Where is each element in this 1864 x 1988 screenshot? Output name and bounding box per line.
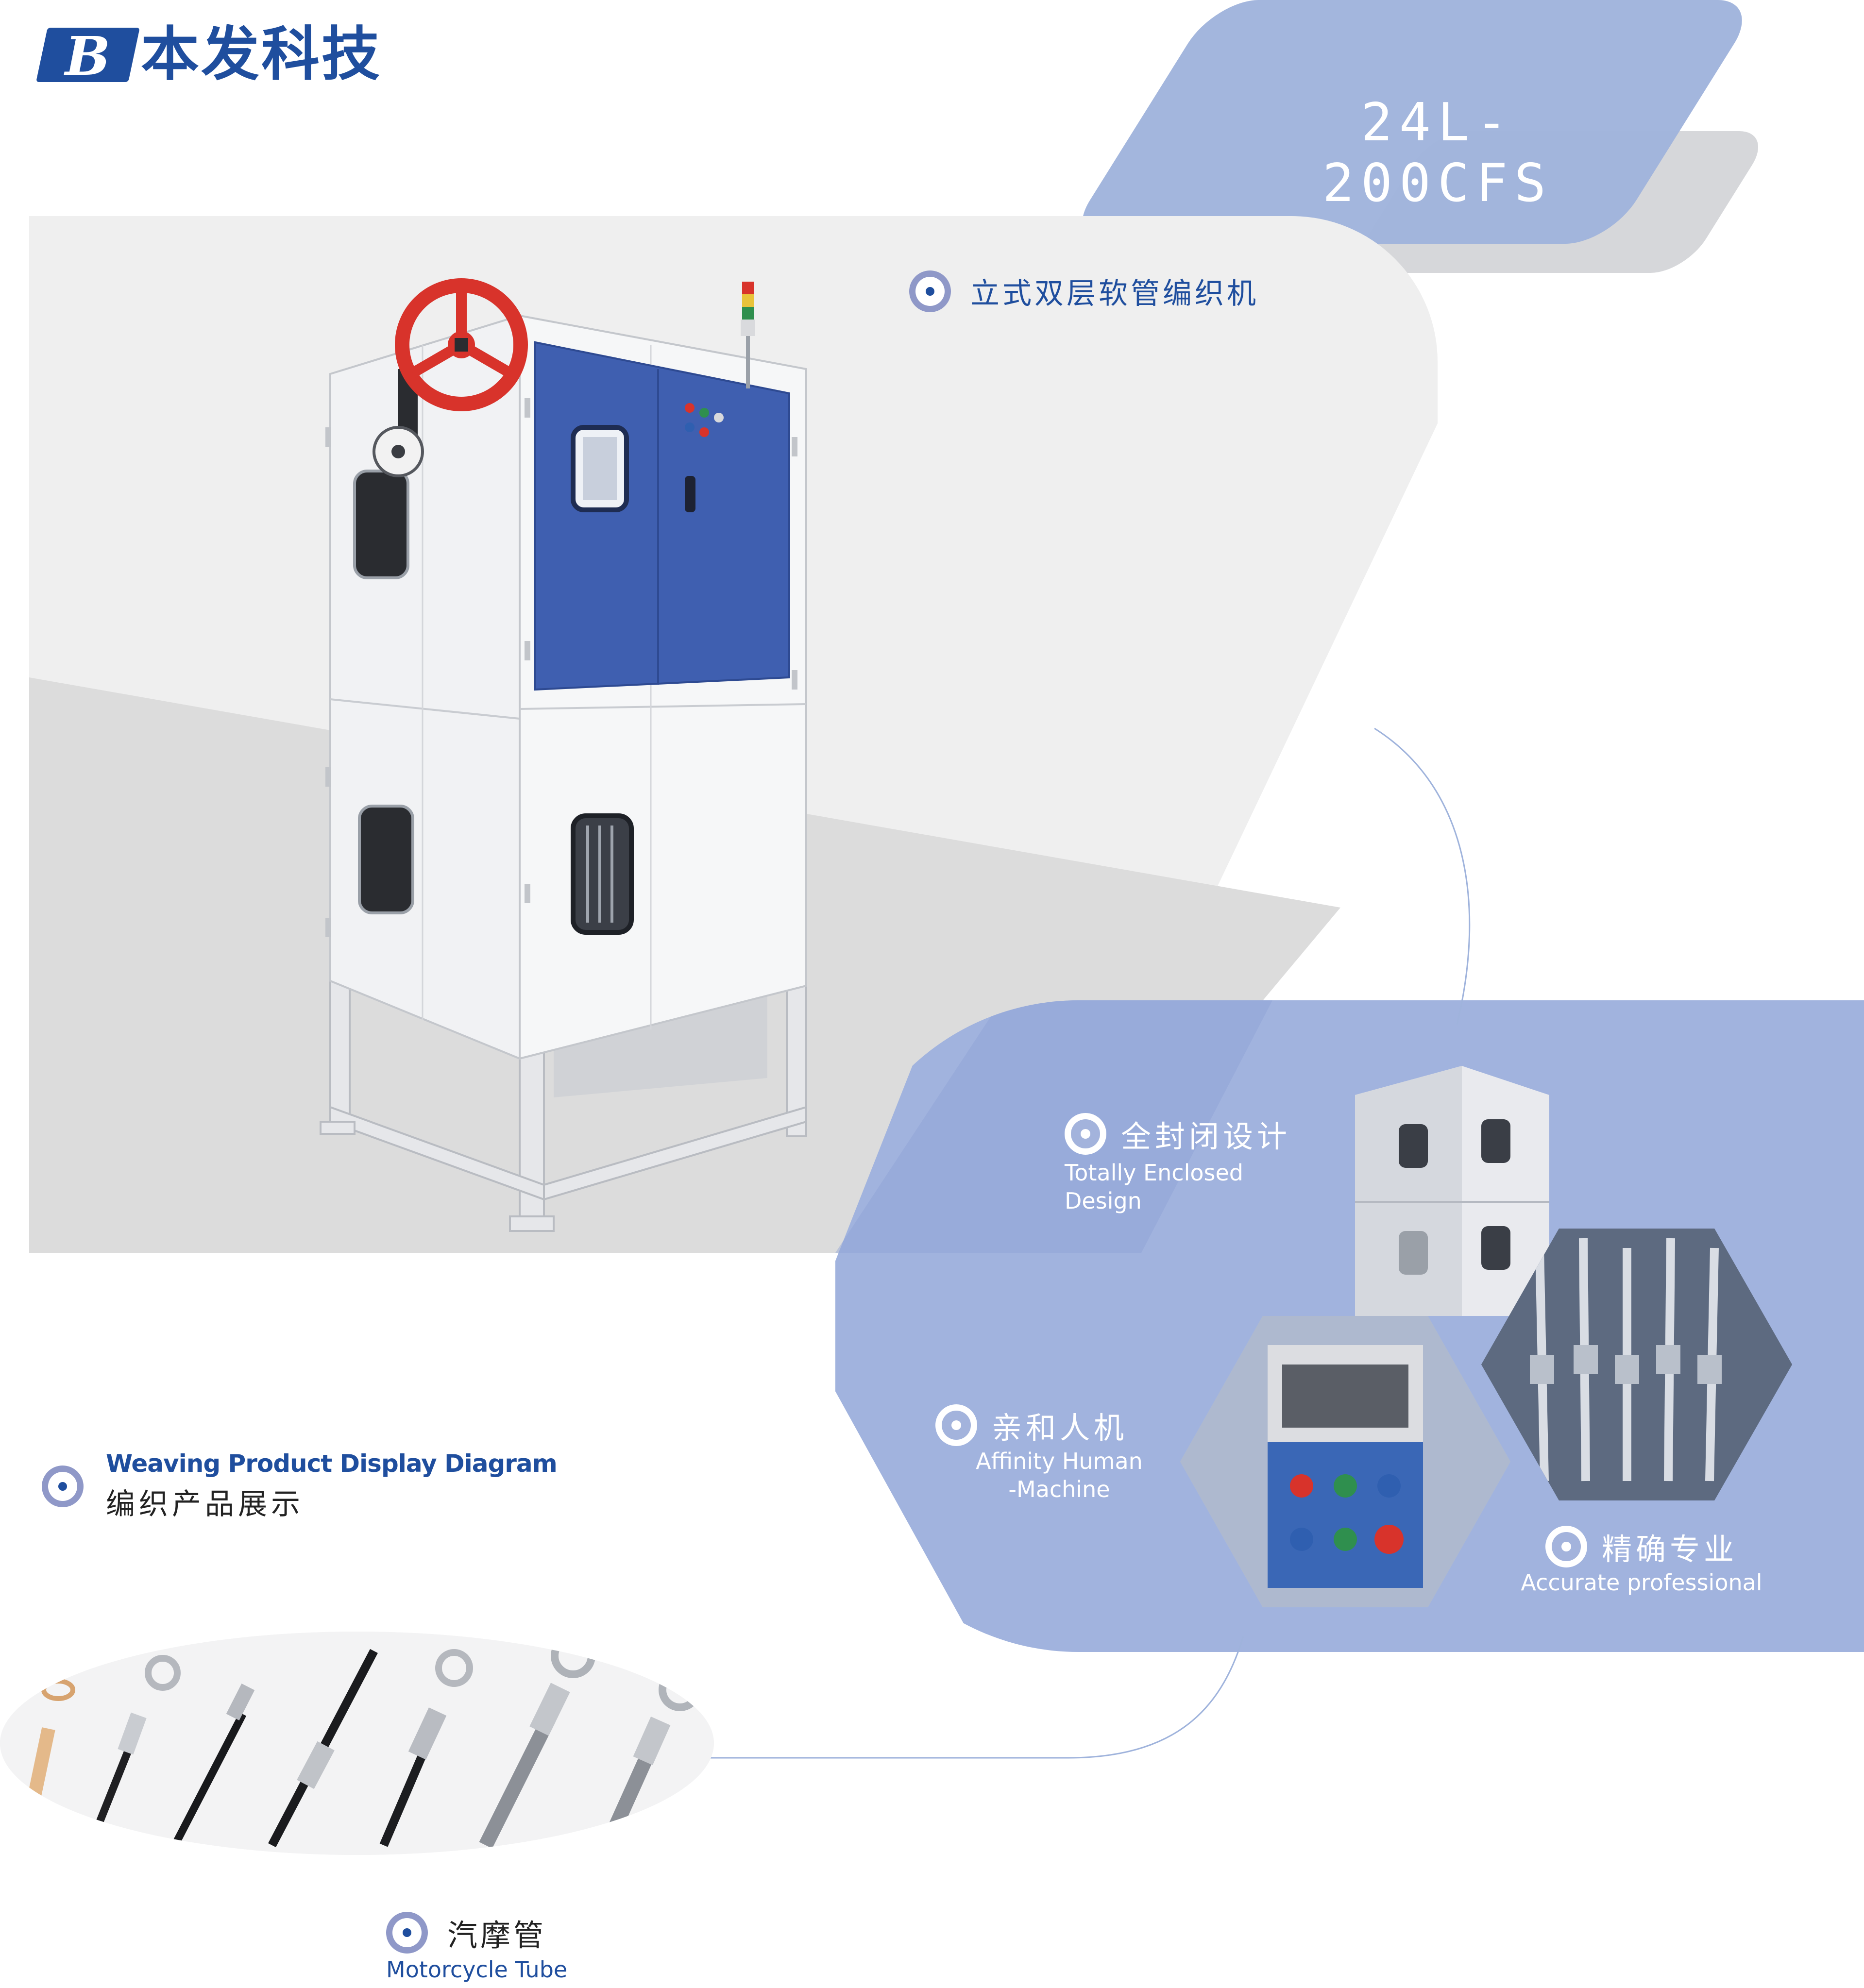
- target-bullet-icon: [909, 270, 951, 312]
- feature-enclosed-cn: 全封闭设计: [1121, 1119, 1291, 1154]
- machine-title: 立式双层软管编织机: [909, 270, 1259, 312]
- feature-enclosed: 全封闭设计 Totally Enclosed Design: [1065, 1112, 1298, 1215]
- weaving-title-cn: 编织产品展示: [106, 1487, 304, 1521]
- weaving-title-en: Weaving Product Display Diagram: [106, 1449, 558, 1478]
- feature-enclosed-en: Totally Enclosed Design: [1065, 1160, 1243, 1214]
- application-cn: 汽摩管: [447, 1918, 547, 1953]
- feature-affinity-cn: 亲和人机: [992, 1410, 1128, 1446]
- application-caption: 汽摩管 Motorcycle Tube: [386, 1911, 567, 1983]
- feature-accurate-cn: 精确专业: [1601, 1532, 1738, 1567]
- braiding-machine-image: [320, 278, 807, 1232]
- target-bullet-icon: [1065, 1113, 1106, 1155]
- enclosed-machine-image: [1355, 1066, 1549, 1316]
- brand-mark-icon: B: [36, 25, 140, 87]
- application-en: Motorcycle Tube: [386, 1956, 568, 1983]
- hose-samples-image: [0, 1632, 714, 1855]
- feature-affinity-en-line1: Affinity Human: [976, 1448, 1143, 1474]
- target-bullet-icon: [42, 1465, 84, 1507]
- machine-title-text: 立式双层软管编织机: [970, 277, 1259, 311]
- target-bullet-icon: [935, 1404, 977, 1446]
- brand-mark-letter: B: [65, 25, 110, 87]
- target-bullet-icon: [386, 1912, 428, 1954]
- feature-accurate: 精确专业 Accurate professional: [1515, 1525, 1768, 1597]
- weaving-title: Weaving Product Display Diagram 编织产品展示: [42, 1449, 558, 1523]
- brand-logo: B 本发科技: [36, 21, 382, 88]
- feature-affinity-en-line2: -Machine: [1008, 1476, 1110, 1502]
- model-code: 24L-200CFS: [1322, 92, 1553, 214]
- brand-name: 本发科技: [141, 21, 382, 88]
- feature-affinity: 亲和人机 Affinity Human -Machine: [935, 1403, 1164, 1503]
- target-bullet-icon: [1545, 1526, 1587, 1567]
- feature-accurate-en: Accurate professional: [1521, 1569, 1762, 1596]
- braiding-spindles-image: [1481, 1229, 1792, 1500]
